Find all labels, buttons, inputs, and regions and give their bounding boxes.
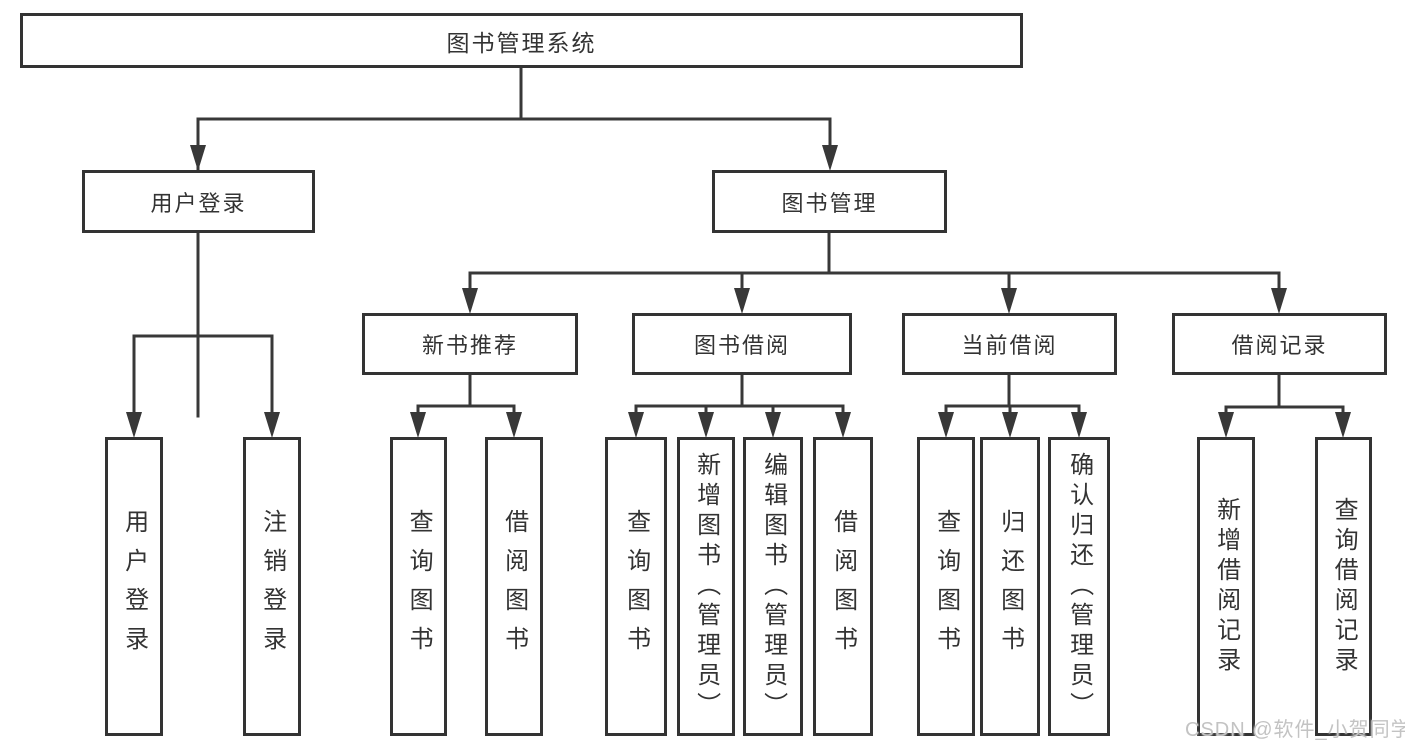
leaf-nb-borrow-books-label: 借阅图书	[500, 508, 528, 665]
leaf-bb-edit-books-admin-label: 编辑图书（管理员）	[759, 451, 787, 722]
leaf-logout-label: 注销登录	[258, 508, 286, 665]
leaf-cb-query-books: 查询图书	[917, 437, 975, 736]
leaf-logout: 注销登录	[243, 437, 301, 736]
leaf-user-login: 用户登录	[105, 437, 163, 736]
leaf-bb-add-books-admin-label: 新增图书（管理员）	[692, 451, 720, 722]
arrowhead-icon-level2	[190, 145, 838, 171]
leaf-bb-add-books-admin: 新增图书（管理员）	[677, 437, 735, 736]
node-user-login: 用户登录	[82, 170, 315, 233]
connector-root-to-level2	[196, 66, 832, 418]
leaf-bb-query-books: 查询图书	[605, 437, 667, 736]
node-borrow-records-label: 借阅记录	[1231, 333, 1328, 358]
leaf-nb-borrow-books: 借阅图书	[485, 437, 543, 736]
leaf-user-login-label: 用户登录	[120, 508, 148, 665]
node-book-borrowing: 图书借阅	[632, 313, 852, 375]
connector-book-mgmt-split	[468, 231, 1281, 294]
node-new-book-recommend-label: 新书推荐	[421, 333, 518, 358]
connector-user-login-split	[132, 231, 274, 418]
leaf-cb-confirm-return-admin-label: 确认归还（管理员）	[1065, 451, 1093, 722]
node-user-login-label: 用户登录	[150, 190, 247, 216]
leaf-cb-return-books-label: 归还图书	[996, 508, 1024, 665]
arrowhead-icon-level3	[462, 288, 1287, 314]
connector-current-borrow-split	[944, 373, 1081, 418]
leaf-cb-query-books-label: 查询图书	[932, 508, 960, 665]
leaf-br-query-record: 查询借阅记录	[1315, 437, 1372, 736]
leaf-br-query-record-label: 查询借阅记录	[1330, 496, 1358, 677]
leaf-bb-edit-books-admin: 编辑图书（管理员）	[743, 437, 803, 736]
node-root-label: 图书管理系统	[446, 29, 597, 56]
node-book-management-label: 图书管理	[781, 190, 878, 216]
leaf-br-add-record-label: 新增借阅记录	[1212, 496, 1240, 677]
leaf-bb-borrow-books: 借阅图书	[813, 437, 873, 736]
node-current-borrowing-label: 当前借阅	[961, 333, 1058, 358]
leaf-bb-query-books-label: 查询图书	[622, 508, 650, 665]
node-current-borrowing: 当前借阅	[902, 313, 1117, 375]
leaf-cb-return-books: 归还图书	[980, 437, 1040, 736]
leaf-nb-query-books: 查询图书	[390, 437, 447, 736]
node-root: 图书管理系统	[20, 13, 1023, 68]
node-book-management: 图书管理	[712, 170, 947, 233]
arrowhead-icon-leaves	[126, 412, 1351, 438]
leaf-nb-query-books-label: 查询图书	[405, 508, 433, 665]
leaf-bb-borrow-books-label: 借阅图书	[829, 508, 857, 665]
node-book-borrowing-label: 图书借阅	[693, 333, 790, 358]
connector-book-borrow-split	[634, 373, 845, 418]
connector-new-books-split	[416, 373, 516, 418]
node-new-book-recommend: 新书推荐	[362, 313, 578, 375]
node-borrow-records: 借阅记录	[1172, 313, 1387, 375]
leaf-cb-confirm-return-admin: 确认归还（管理员）	[1048, 437, 1110, 736]
connector-borrow-records-split	[1224, 373, 1345, 418]
leaf-br-add-record: 新增借阅记录	[1197, 437, 1255, 736]
csdn-watermark: CSDN @软件_小贺同学	[1185, 719, 1405, 741]
